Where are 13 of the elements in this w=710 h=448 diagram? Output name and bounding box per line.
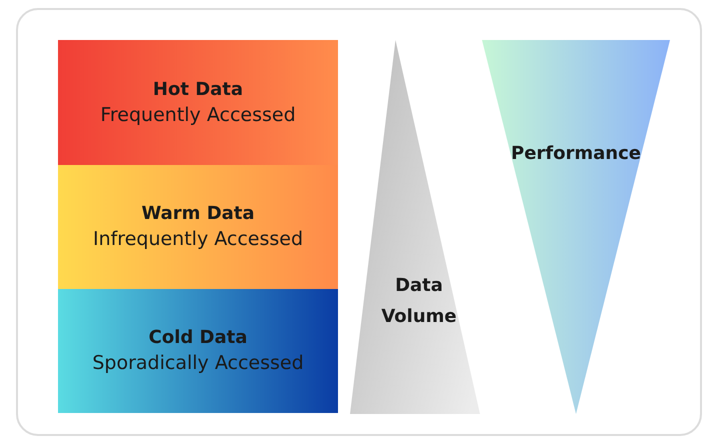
inverted-triangle	[482, 40, 670, 414]
hot-data-band	[58, 40, 338, 165]
triangle	[350, 40, 480, 414]
band-caption: Infrequently Accessed	[92, 227, 304, 252]
triangle-label: Performance	[510, 142, 642, 166]
band-caption: Sporadically Accessed	[92, 351, 304, 376]
triangle-label: Data Volume	[380, 274, 458, 329]
band-heading: Cold Data	[148, 326, 248, 350]
cold-data-band	[58, 289, 338, 413]
band-heading: Hot Data	[152, 78, 244, 102]
band-heading: Warm Data	[141, 202, 255, 226]
band-caption: Frequently Accessed	[100, 102, 296, 128]
warm-data-band	[58, 165, 338, 289]
